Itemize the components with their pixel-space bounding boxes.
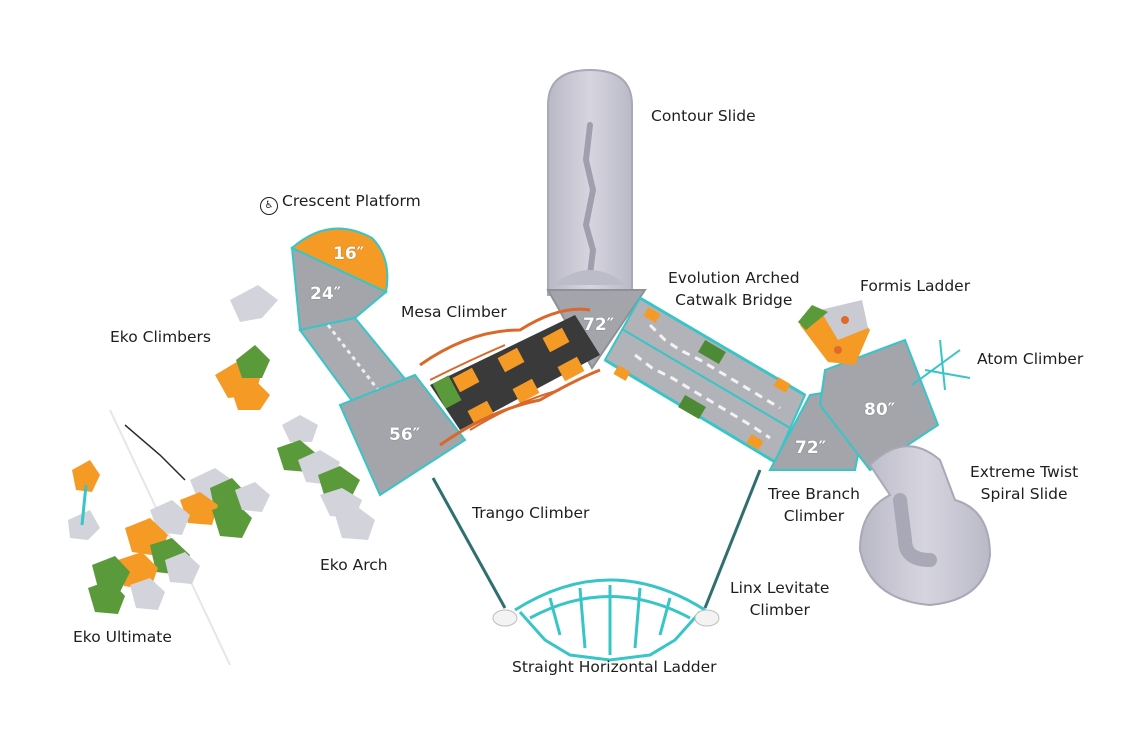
label-trango-climber: Trango Climber <box>472 504 590 522</box>
label-tree-branch: Tree Branch Climber <box>768 483 860 527</box>
ladder-base-right <box>694 609 720 627</box>
label-atom-climber: Atom Climber <box>977 350 1084 368</box>
eko-climbers <box>215 285 278 410</box>
label-formis-ladder: Formis Ladder <box>860 277 971 295</box>
label-straight-ladder: Straight Horizontal Ladder <box>512 658 717 676</box>
height-label-crescent-deck: 24″ <box>310 284 342 304</box>
height-label-deck-right-small: 72″ <box>795 438 827 458</box>
eko-arch <box>277 415 375 540</box>
label-tree-branch-line2: Climber <box>783 507 845 525</box>
label-evolution-bridge: Evolution Arched Catwalk Bridge <box>668 267 800 311</box>
crescent-platform <box>290 227 389 332</box>
tree-branch-climber <box>703 469 762 609</box>
evolution-catwalk-bridge <box>603 296 807 464</box>
label-eko-arch: Eko Arch <box>320 556 388 574</box>
label-linx-levitate: Linx Levitate Climber <box>730 577 829 621</box>
deck-left-56 <box>338 373 467 497</box>
label-evolution-bridge-line2: Catwalk Bridge <box>675 291 793 309</box>
contour-slide <box>547 68 633 296</box>
atom-climber <box>911 339 971 391</box>
label-evolution-bridge-line1: Evolution Arched <box>668 269 800 287</box>
label-crescent-platform: ♿Crescent Platform <box>260 190 421 215</box>
height-label-deck-right-large: 80″ <box>864 400 896 420</box>
extreme-twist-spiral-slide <box>858 445 992 607</box>
label-eko-climbers: Eko Climbers <box>110 328 211 346</box>
eko-ultimate <box>68 409 270 666</box>
label-extreme-twist-line2: Spiral Slide <box>980 485 1068 503</box>
trango-climber <box>431 477 507 609</box>
label-tree-branch-line1: Tree Branch <box>768 485 860 503</box>
crescent-platform-text: Crescent Platform <box>282 192 421 210</box>
wheelchair-accessible-icon: ♿ <box>260 197 278 215</box>
ladder-base-left <box>492 609 518 627</box>
label-extreme-twist-line1: Extreme Twist <box>970 463 1079 481</box>
label-mesa-climber: Mesa Climber <box>401 303 507 321</box>
label-linx-line1: Linx Levitate <box>730 579 830 597</box>
straight-horizontal-ladder <box>514 578 706 662</box>
label-linx-line2: Climber <box>749 601 810 619</box>
height-label-deck-left: 56″ <box>389 425 421 445</box>
label-extreme-twist: Extreme Twist Spiral Slide <box>970 461 1078 505</box>
label-contour-slide: Contour Slide <box>651 107 756 125</box>
label-eko-ultimate: Eko Ultimate <box>73 628 172 646</box>
height-label-deck-center: 72″ <box>583 315 615 335</box>
mesa-climber <box>419 307 601 447</box>
formis-ladder <box>798 300 870 365</box>
height-label-crescent-top: 16″ <box>333 244 365 264</box>
